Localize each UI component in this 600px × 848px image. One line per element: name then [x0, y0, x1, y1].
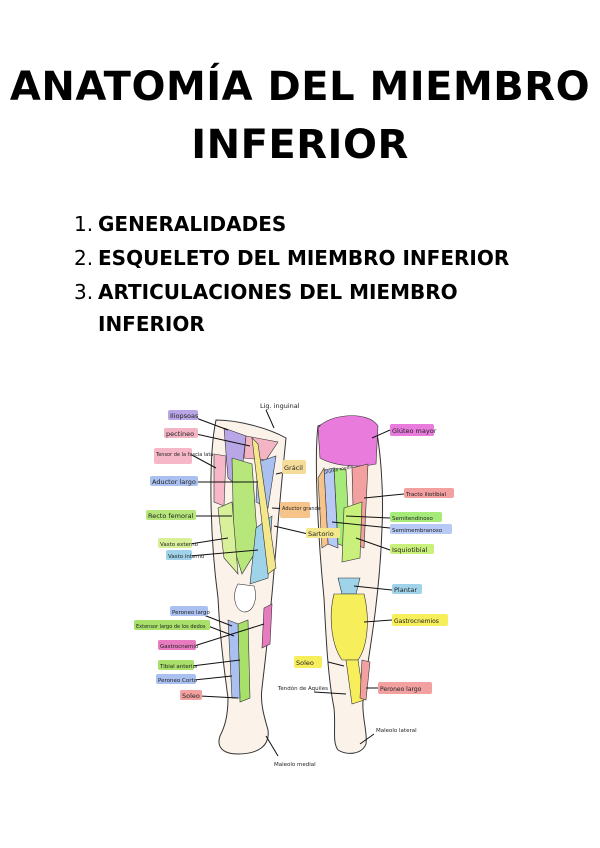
label-vasto-externo: Vasto externo	[160, 542, 199, 548]
muscle-labels: Lig. inguinal Iliopsoas pectineo Tensor …	[134, 402, 454, 768]
label-gastrocnemios: Gastrocnemios	[394, 618, 439, 625]
page-title: ANATOMÍA DEL MIEMBRO INFERIOR	[0, 58, 600, 174]
gastrocnemio-muscle	[261, 603, 273, 649]
leg-muscle-illustration: Lig. inguinal Iliopsoas pectineo Tensor …	[128, 398, 472, 773]
label-tibial-anterior: Tibial anterior	[159, 664, 199, 670]
label-extensor-largo-dedos: Extensor largo de los dedos	[136, 624, 206, 630]
page-title-line-2: INFERIOR	[191, 122, 409, 168]
label-gracil: Grácil	[284, 464, 303, 472]
label-semitendinoso: Semitendinoso	[392, 516, 434, 522]
toc-item: 1. GENERALIDADES	[74, 208, 544, 240]
label-aductor-largo: Aductor largo	[152, 478, 196, 486]
toc-item: 3. ARTICULACIONES DEL MIEMBRO INFERIOR	[74, 276, 544, 340]
label-iliopsoas: Iliopsoas	[170, 412, 199, 420]
label-maleolo-medial: Maleolo medial	[274, 762, 316, 768]
gluteo-mayor-muscle	[317, 415, 379, 467]
label-soleo-posterior: Soleo	[296, 659, 314, 667]
label-gluteo-mayor: Glúteo mayor	[392, 427, 437, 435]
toc-item: 2. ESQUELETO DEL MIEMBRO INFERIOR	[74, 242, 544, 274]
label-aductor-grande: Aductor grande	[282, 506, 321, 512]
label-plantar: Plantar	[394, 586, 417, 594]
label-semimembranoso: Semimembranoso	[392, 528, 443, 534]
isquiotibial-muscle	[341, 501, 363, 563]
label-tensor-fascia-lata: Tensor de la fascia lata	[155, 452, 213, 458]
page-title-line-1: ANATOMÍA DEL MIEMBRO	[9, 64, 591, 110]
label-tendon-aquiles: Tendón de Aquiles	[277, 685, 328, 692]
tensor-fascia-lata-muscle	[213, 453, 227, 507]
soleo-posterior-muscle	[345, 659, 365, 705]
label-recto-femoral: Recto femoral	[148, 512, 194, 520]
label-gastrocnemio: Gastrocnemio	[160, 644, 199, 650]
toc-item-number: 1.	[74, 212, 94, 236]
label-tracto-iliotibial: Tracto iliotibial	[405, 492, 447, 498]
toc-item-text: GENERALIDADES	[98, 212, 287, 236]
anterior-leg	[210, 419, 287, 755]
label-vasto-interno: Vasto interno	[168, 554, 205, 560]
toc-item-text: ESQUELETO DEL MIEMBRO INFERIOR	[98, 246, 510, 270]
table-of-contents: 1. GENERALIDADES 2. ESQUELETO DEL MIEMBR…	[74, 208, 544, 342]
posterior-leg	[315, 415, 384, 754]
label-isquiotibial: Isquiotibial	[392, 546, 428, 554]
label-pectineo: pectineo	[166, 430, 194, 438]
sartorio-muscle	[251, 437, 277, 575]
label-peroneo-corto: Peroneo Corto	[158, 678, 198, 684]
label-peroneo-largo: Peroneo largo	[172, 610, 211, 616]
peroneo-muscle	[227, 619, 241, 699]
label-peroneo-largo-posterior: Peroneo largo	[380, 686, 422, 693]
peroneo-largo-posterior-muscle	[359, 659, 371, 701]
gastrocnemios-muscle	[330, 593, 368, 661]
label-lig-inguinal: Lig. inguinal	[260, 402, 300, 410]
label-maleolo-lateral: Maleolo lateral	[376, 728, 417, 734]
toc-item-text: ARTICULACIONES DEL MIEMBRO INFERIOR	[98, 280, 458, 336]
label-sartorio: Sartorio	[308, 530, 334, 538]
leg-muscle-diagram: Lig. inguinal Iliopsoas pectineo Tensor …	[134, 402, 454, 768]
label-soleo: Soleo	[182, 692, 200, 700]
toc-item-number: 2.	[74, 246, 94, 270]
toc-item-number: 3.	[74, 280, 94, 304]
